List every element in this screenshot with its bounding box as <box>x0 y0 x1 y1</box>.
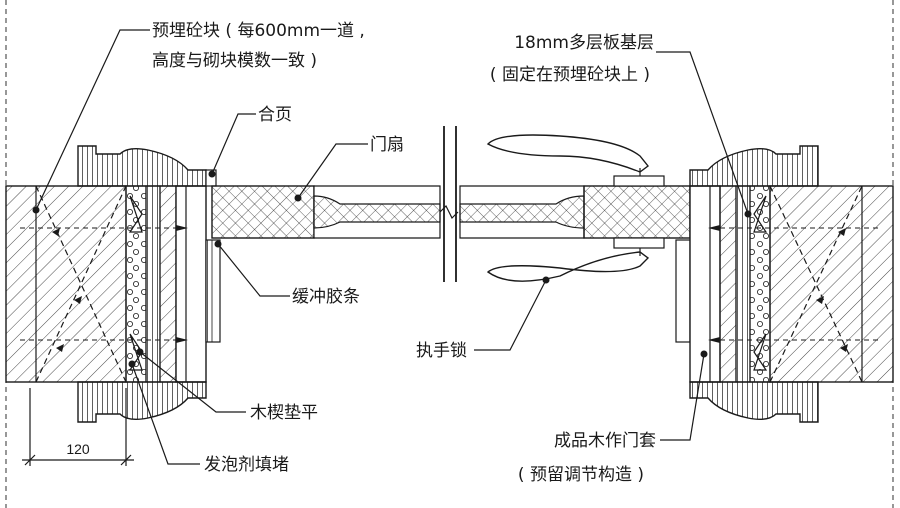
right-wall <box>769 185 894 383</box>
label-wood-wedge: 木楔垫平 <box>250 403 318 423</box>
callout-door-casing: 成品木作门套 ( 预留调节构造 ) <box>518 350 708 485</box>
label-lock: 执手锁 <box>416 341 467 361</box>
label-door-leaf: 门扇 <box>370 135 404 155</box>
label-plywood-line1: 18mm多层板基层 <box>514 33 654 53</box>
callout-hinge: 合页 <box>208 105 292 178</box>
right-frame <box>675 145 880 423</box>
left-wedge-top <box>128 195 143 233</box>
right-casing-top <box>689 145 819 187</box>
label-hinge: 合页 <box>258 105 292 125</box>
label-block-line2: 高度与砌块模数一致 ) <box>152 51 317 71</box>
callout-lock: 执手锁 <box>416 276 550 361</box>
callout-rubber-strip: 缓冲胶条 <box>214 240 360 307</box>
left-plywood-base <box>145 185 161 383</box>
dimension-120: 120 <box>22 388 134 466</box>
right-casing-bottom <box>689 381 819 423</box>
label-casing-line2: ( 预留调节构造 ) <box>518 465 644 485</box>
left-casing-top <box>77 145 207 187</box>
lower-lever <box>486 251 650 282</box>
hinge <box>205 169 217 187</box>
callout-plywood: 18mm多层板基层 ( 固定在预埋砼块上 ) <box>490 33 752 218</box>
label-casing-line1: 成品木作门套 <box>554 431 656 451</box>
dimension-label: 120 <box>66 441 90 457</box>
right-stop <box>675 239 691 343</box>
label-foam-fill: 发泡剂填堵 <box>204 455 289 475</box>
left-frame <box>20 145 221 423</box>
label-plywood-line2: ( 固定在预埋砼块上 ) <box>490 65 650 85</box>
callout-wood-wedge: 木楔垫平 <box>136 348 318 423</box>
callout-foam-fill: 发泡剂填堵 <box>128 360 289 475</box>
lever-lock <box>486 134 665 282</box>
left-wedge-bottom <box>128 333 143 371</box>
left-jamb <box>175 185 207 383</box>
label-block-line1: 预埋砼块 ( 每600mm一道 , <box>152 21 365 41</box>
callout-door-leaf: 门扇 <box>294 135 404 202</box>
upper-lever <box>486 134 649 173</box>
left-casing-bottom <box>77 381 207 423</box>
left-wall <box>5 185 127 383</box>
label-rubber-strip: 缓冲胶条 <box>292 287 360 307</box>
callout-block: 预埋砼块 ( 每600mm一道 , 高度与砌块模数一致 ) <box>32 21 365 214</box>
